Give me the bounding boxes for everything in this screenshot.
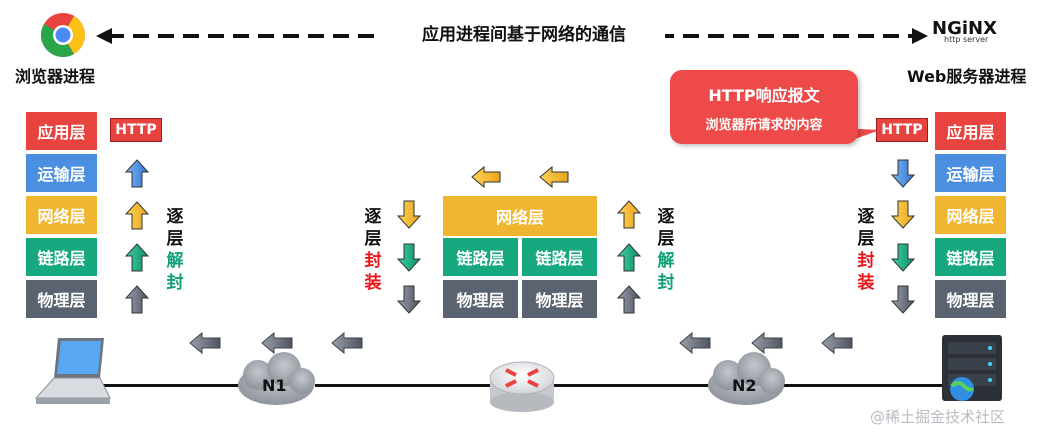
top-center-label: 应用进程间基于网络的通信 <box>383 20 665 45</box>
left-http-tag: HTTP <box>110 118 162 142</box>
left-decap-label: 逐 层 解 封 <box>164 206 186 294</box>
router-layer-link-out: 链路层 <box>521 237 598 277</box>
left-layer-link: 链路层 <box>25 237 98 277</box>
right-encap-char-2: 层 <box>857 229 875 249</box>
left-layer-physical: 物理层 <box>25 279 98 319</box>
router-decap-char-3: 解 <box>657 251 675 271</box>
http-response-bubble: HTTP响应报文 浏览器所请求的内容 <box>670 70 858 144</box>
router-right-up-arrows <box>616 200 642 314</box>
right-encap-char-4: 装 <box>857 273 875 293</box>
cloud-n1-icon <box>238 352 315 405</box>
right-layer-physical: 物理层 <box>934 279 1007 319</box>
bottom-flow-arrows <box>189 331 853 355</box>
router-decap-char-2: 层 <box>657 229 675 249</box>
router-decap-label: 逐 层 解 封 <box>655 206 677 294</box>
router-left-down-arrows <box>396 200 422 314</box>
chrome-logo-icon <box>41 13 85 57</box>
router-top-arrows <box>471 165 569 189</box>
left-decap-char-1: 逐 <box>166 207 184 227</box>
right-down-arrows <box>890 159 916 314</box>
left-decap-char-4: 封 <box>166 273 184 293</box>
laptop-icon <box>34 338 111 404</box>
right-http-tag: HTTP <box>876 118 928 142</box>
watermark: @稀土掘金技术社区 <box>870 408 1006 426</box>
left-protocol-stack: 应用层 运输层 网络层 链路层 物理层 <box>25 111 98 321</box>
right-encap-label: 逐 层 封 装 <box>855 206 877 294</box>
nginx-logo-icon: NGiNX http server <box>932 18 997 44</box>
right-encap-char-1: 逐 <box>857 207 875 227</box>
bubble-subtitle: 浏览器所请求的内容 <box>705 118 823 133</box>
server-process-label: Web服务器进程 <box>907 67 1027 86</box>
right-encap-char-3: 封 <box>857 251 875 271</box>
nginx-logo-text: NGiNX <box>932 18 997 39</box>
router-encap-char-3: 封 <box>364 251 382 271</box>
right-layer-application: 应用层 <box>934 111 1007 151</box>
right-protocol-stack: 应用层 运输层 网络层 链路层 物理层 <box>934 111 1007 321</box>
router-encap-char-4: 装 <box>364 273 382 293</box>
left-decap-char-3: 解 <box>166 251 184 271</box>
left-decap-char-2: 层 <box>166 229 184 249</box>
router-lower-layers: 链路层 链路层 物理层 物理层 <box>442 237 598 321</box>
left-layer-network: 网络层 <box>25 195 98 235</box>
router-layer-physical-in: 物理层 <box>442 279 519 319</box>
right-layer-link: 链路层 <box>934 237 1007 277</box>
server-rack-icon <box>942 335 1002 401</box>
router-layer-physical-out: 物理层 <box>521 279 598 319</box>
bubble-title: HTTP响应报文 <box>708 86 820 105</box>
router-decap-char-1: 逐 <box>657 207 675 227</box>
router-encap-label: 逐 层 封 装 <box>362 206 384 294</box>
cloud-n2-label: N2 <box>732 376 757 395</box>
right-layer-network: 网络层 <box>934 195 1007 235</box>
left-layer-transport: 运输层 <box>25 153 98 193</box>
cloud-n1-label: N1 <box>262 376 287 395</box>
left-layer-application: 应用层 <box>25 111 98 151</box>
cloud-n2-icon <box>708 352 785 405</box>
router-icon <box>489 361 555 412</box>
router-decap-char-4: 封 <box>657 273 675 293</box>
router-layer-link-in: 链路层 <box>442 237 519 277</box>
network-wire <box>98 384 948 387</box>
router-layer-network: 网络层 <box>442 195 598 237</box>
router-encap-char-1: 逐 <box>364 207 382 227</box>
left-up-arrows <box>124 159 150 314</box>
browser-process-label: 浏览器进程 <box>15 67 96 86</box>
router-encap-char-2: 层 <box>364 229 382 249</box>
nginx-logo-subtext: http server <box>944 35 989 44</box>
right-layer-transport: 运输层 <box>934 153 1007 193</box>
